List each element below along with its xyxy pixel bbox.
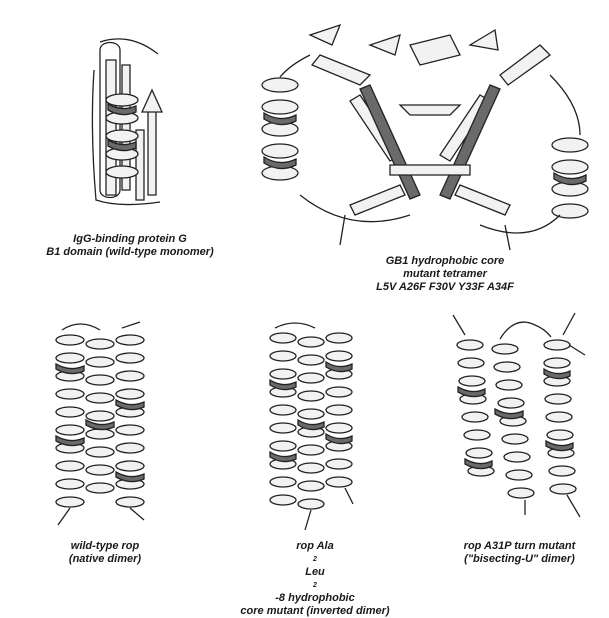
rop-ala-leu-ribbon: [255, 320, 375, 535]
rop-a31p-ribbon: [445, 305, 600, 525]
caption-suffix: -8 hydrophobic: [220, 592, 410, 605]
rop-a31p-structure: [445, 305, 600, 525]
gb1-monomer-ribbon: [60, 30, 190, 220]
caption-line: ("bisecting-U" dimer): [432, 553, 607, 566]
gb1-tetramer-caption: GB1 hydrophobic core mutant tetramer L5V…: [330, 255, 560, 294]
caption-line: (native dimer): [40, 553, 170, 566]
rop-wildtype-caption: wild-type rop (native dimer): [40, 540, 170, 566]
caption-line: IgG-binding protein G: [20, 233, 240, 246]
rop-wildtype-structure: [40, 320, 170, 535]
gb1-monomer-structure: [60, 30, 190, 220]
caption-line: L5V A26F F30V Y33F A34F: [330, 281, 560, 294]
rop-a31p-caption: rop A31P turn mutant ("bisecting-U" dime…: [432, 540, 607, 566]
subscript: 2: [220, 579, 410, 592]
gb1-tetramer-structure: [250, 15, 605, 255]
gb1-tetramer-ribbon: [250, 15, 605, 255]
caption-line: B1 domain (wild-type monomer): [20, 246, 240, 259]
rop-wildtype-ribbon: [40, 320, 170, 535]
caption-line: GB1 hydrophobic core: [330, 255, 560, 268]
gb1-monomer-caption: IgG-binding protein G B1 domain (wild-ty…: [20, 233, 240, 259]
caption-line: core mutant (inverted dimer): [220, 605, 410, 618]
subscript: 2: [220, 553, 410, 566]
rop-ala-leu-structure: [255, 320, 375, 535]
caption-line: wild-type rop: [40, 540, 170, 553]
caption-line: mutant tetramer: [330, 268, 560, 281]
caption-line: rop A31P turn mutant: [432, 540, 607, 553]
caption-prefix: rop Ala: [220, 540, 410, 553]
